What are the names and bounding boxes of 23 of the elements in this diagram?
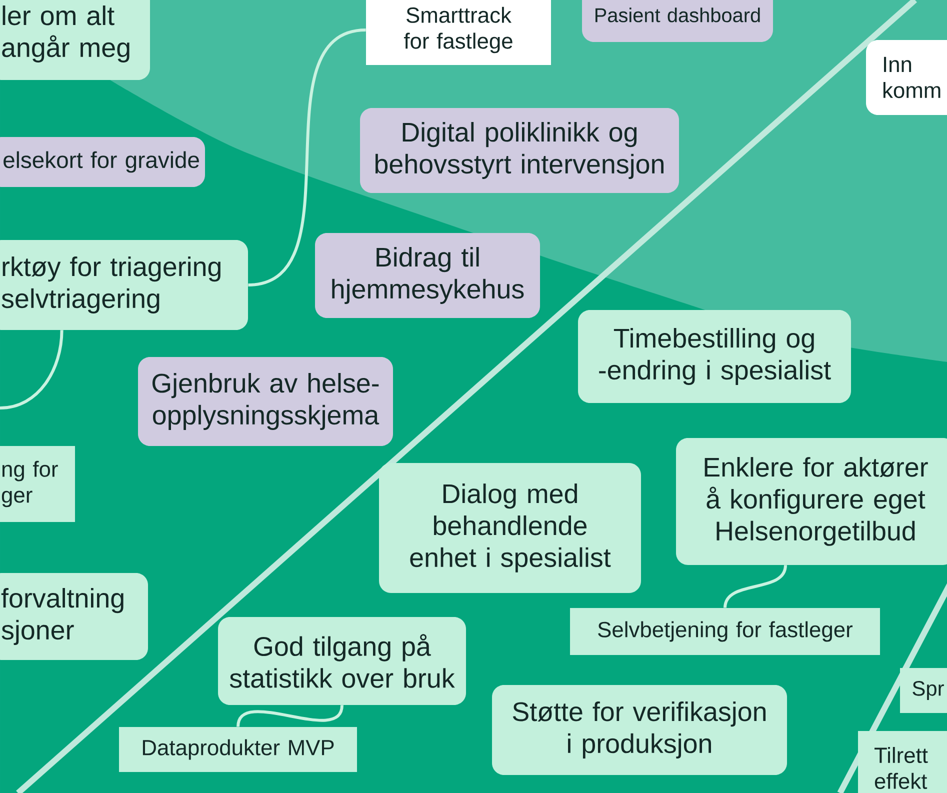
label-box: Selvbetjening for fastleger [570, 608, 880, 655]
label-box: Inn komm [866, 40, 947, 115]
label-box: Dataprodukter MVP [119, 726, 357, 772]
label-box: Spr [900, 668, 947, 713]
label-box: Tilrett effekt [858, 730, 947, 793]
label-box: Smarttrack for fastlege [366, 0, 551, 65]
idea-box: Timebestilling og -endring i spesialist [578, 310, 851, 403]
idea-box: Bidrag til hjemmesykehus [315, 232, 540, 318]
connector-line [248, 28, 366, 286]
idea-box: Gjenbruk av helse- opplysningsskjema [138, 356, 393, 446]
idea-box: ler om alt angår meg [0, 0, 150, 80]
label-box: ng for ger [0, 446, 75, 522]
idea-box: Støtte for verifikasjon i produksjon [492, 684, 787, 775]
idea-box: Dialog med behandlende enhet i spesialist [379, 462, 641, 593]
idea-box: God tilgang på statistikk over bruk [218, 616, 466, 705]
idea-box: rktøy for triagering selvtriagering [0, 240, 248, 330]
idea-box: Pasient dashboard [582, 0, 773, 42]
connector-line [0, 330, 64, 410]
idea-box: elsekort for gravide [0, 136, 205, 187]
idea-box: Enklere for aktører å konfigurere eget Helsenorgetilbud [676, 438, 947, 565]
idea-box: Digital poliklinikk og behovsstyrt intervensjon [360, 108, 679, 193]
idea-box: forvaltning sjoner [0, 572, 148, 660]
connector-line [724, 564, 787, 608]
